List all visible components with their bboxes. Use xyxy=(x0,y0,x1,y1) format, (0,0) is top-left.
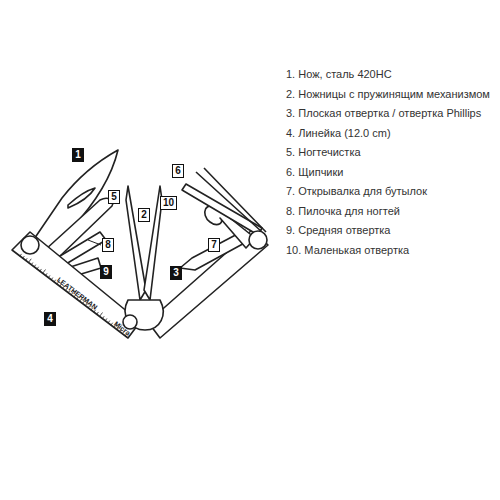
legend-item: 4. Линейка (12.0 cm) xyxy=(286,127,391,139)
pivot xyxy=(249,231,267,249)
legend-item: 10. Маленькая отвертка xyxy=(286,244,409,256)
legend-item: 9. Средняя отвертка xyxy=(286,224,390,236)
legend-item: 6. Щипчики xyxy=(286,166,343,178)
callout-number: 3 xyxy=(170,266,182,280)
callout-number: 1 xyxy=(72,148,84,162)
callout-number: 10 xyxy=(160,196,177,210)
legend-item: 3. Плоская отвертка / отвертка Phillips xyxy=(286,107,481,119)
left-handle-ruler xyxy=(12,232,140,338)
callout-number: 7 xyxy=(208,238,220,252)
callout-number: 8 xyxy=(102,238,114,252)
callout-number: 9 xyxy=(100,265,112,279)
ruler-ticks xyxy=(20,254,127,336)
callout-number: 5 xyxy=(108,190,120,204)
callout-number: 2 xyxy=(138,208,150,222)
legend-item: 2. Ножницы с пружинящим механизмом xyxy=(286,88,490,100)
small-screwdriver xyxy=(182,184,262,235)
legend-item: 7. Открывалка для бутылок xyxy=(286,185,427,197)
callout-number: 4 xyxy=(44,312,56,326)
right-handle xyxy=(148,230,268,338)
legend-item: 5. Ногтечистка xyxy=(286,146,361,158)
tweezers xyxy=(196,168,266,232)
leader-lines xyxy=(88,240,101,245)
legend-item: 8. Пилочка для ногтей xyxy=(286,205,400,217)
knife-thumb-hole xyxy=(68,188,95,208)
scissor-blade xyxy=(126,186,146,300)
pivot xyxy=(21,236,39,254)
callout-number: 6 xyxy=(172,164,184,178)
legend-item: 1. Нож, сталь 420HC xyxy=(286,68,392,80)
